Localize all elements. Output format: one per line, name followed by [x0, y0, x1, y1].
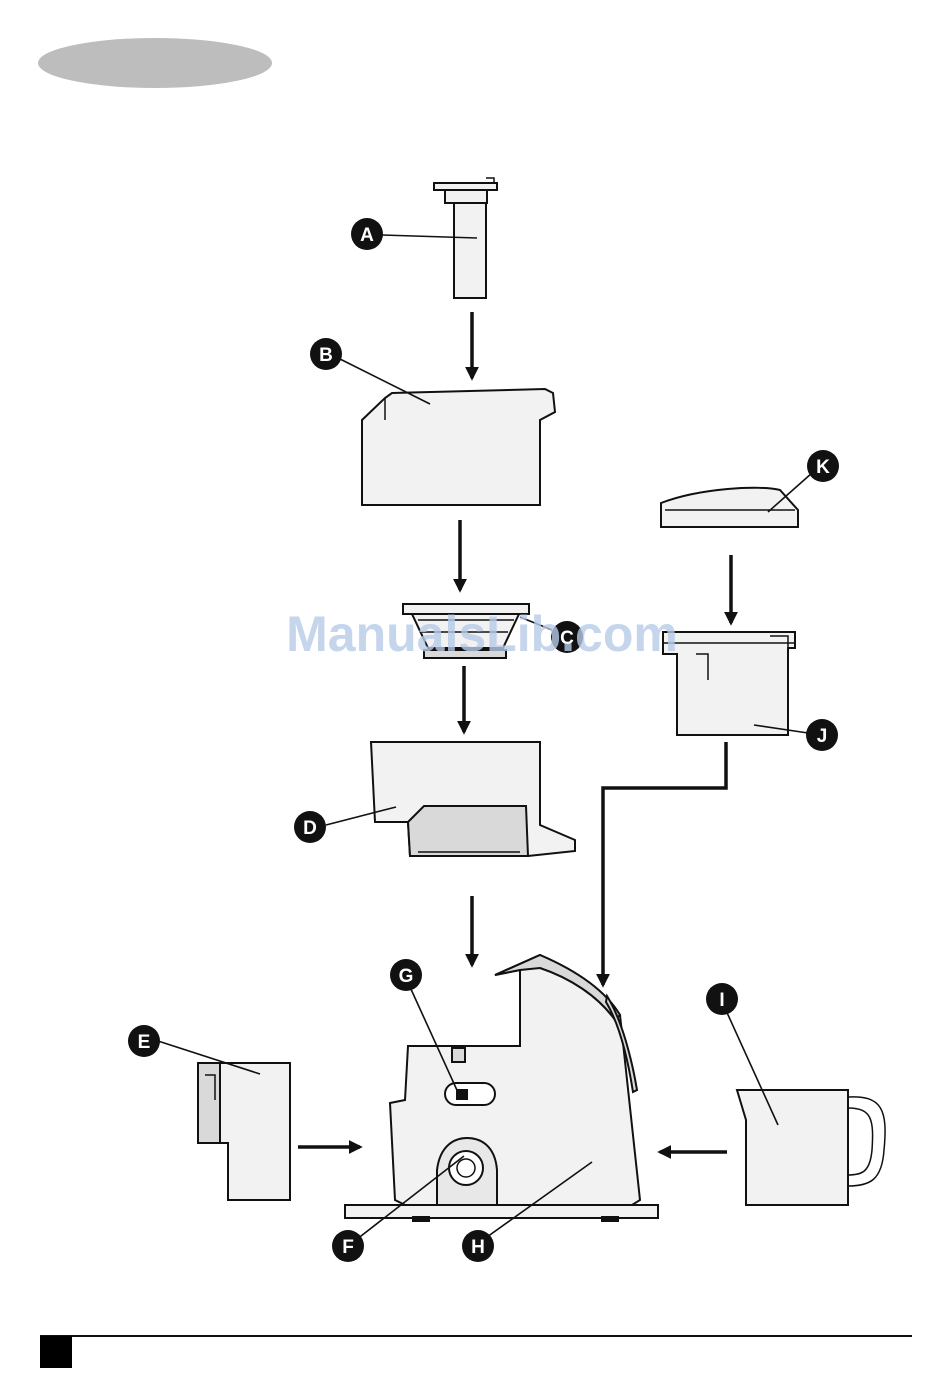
svg-text:B: B	[319, 345, 333, 366]
watermark: ManualsLib.com	[286, 606, 678, 662]
callout-j: J	[806, 719, 838, 751]
callout-k: K	[807, 450, 839, 482]
callout-e: E	[128, 1025, 160, 1057]
svg-text:H: H	[471, 1237, 485, 1258]
svg-text:E: E	[138, 1032, 151, 1053]
callout-a: A	[351, 218, 383, 250]
part-citrus-cover	[661, 488, 798, 527]
svg-text:D: D	[303, 818, 317, 839]
part-pulp-container	[198, 1063, 290, 1200]
section-tab	[38, 38, 272, 88]
page-marker	[40, 1336, 72, 1368]
callout-h: H	[462, 1230, 494, 1262]
callout-d: D	[294, 811, 326, 843]
svg-text:I: I	[719, 990, 724, 1011]
part-juice-jug	[737, 1090, 885, 1205]
callout-i: I	[706, 983, 738, 1015]
callout-f: F	[332, 1230, 364, 1262]
svg-text:F: F	[342, 1237, 354, 1258]
part-citrus-press	[663, 632, 795, 735]
part-motor-base	[345, 955, 658, 1222]
part-lid	[362, 389, 555, 505]
part-pulp-bowl	[371, 742, 575, 856]
callout-g: G	[390, 959, 422, 991]
speed-panel	[445, 1083, 495, 1105]
svg-text:G: G	[399, 966, 414, 987]
speed-dial[interactable]	[449, 1151, 483, 1185]
svg-text:A: A	[360, 225, 374, 246]
svg-text:J: J	[817, 726, 828, 747]
svg-text:K: K	[816, 457, 830, 478]
callout-b: B	[310, 338, 342, 370]
